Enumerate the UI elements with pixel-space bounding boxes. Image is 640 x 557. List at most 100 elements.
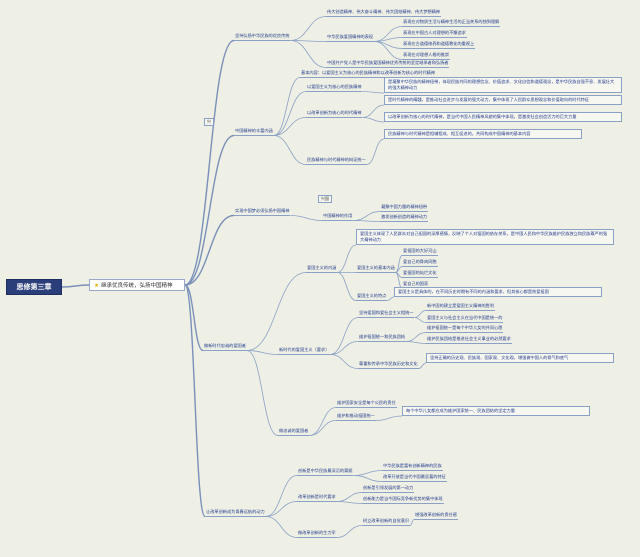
connector-node-e3-1a (409, 519, 415, 526)
connector-node-a2-4 (374, 41, 403, 60)
node-d2-3[interactable]: 尊重和传承中华民族历史和文化 (358, 361, 419, 369)
node-d1-2[interactable]: 爱国主义的基本内涵 (356, 265, 396, 273)
connector-central-topic (61, 284, 90, 288)
node-d1-2c[interactable]: 爱祖国的灿烂文化 (402, 270, 438, 278)
node-a2[interactable]: 中华民族爱国精神的表现 (326, 34, 375, 42)
node-b3-2[interactable]: 以改革创新为核心的时代精神，是当代中国人民精神风貌的集中体现，是激发社会创造活力… (384, 112, 622, 122)
connector-node-a2 (290, 40, 327, 42)
node-d1-2a[interactable]: 爱祖国的大好河山 (402, 248, 438, 256)
connector-node-d3-2a (375, 415, 403, 421)
connector-node-d2-3 (330, 354, 359, 369)
node-e1-1[interactable]: 中华民族是富有创新精神的民族 (382, 463, 443, 471)
node-e1[interactable]: 创新是中华民族最深沉的禀赋 (297, 468, 354, 476)
connector-node-d3 (246, 350, 279, 436)
connector-node-d2-2a (406, 332, 427, 342)
node-d1-2b[interactable]: 爱自己的骨肉同胞 (402, 259, 438, 267)
tag-b: 兴 (204, 118, 214, 126)
connector-node-b1 (273, 77, 301, 136)
node-b3-1[interactable]: 是时代精神的精髓，是推动社会进步与发展的强大动力，集中体现了人民群众思想观念和价… (384, 95, 622, 105)
central-topic-label: 继承优良传统，弘扬中国精神 (100, 283, 173, 289)
connector-node-d2-2b (406, 341, 427, 344)
node-d1-1[interactable]: 爱国主义体现了人民群众对自己祖国的深厚感情，反映了个人对祖国的依存关系，是中国人… (356, 229, 614, 245)
node-d1-3[interactable]: 爱国主义的特点 (356, 293, 388, 301)
connector-node-e2-2 (336, 501, 363, 504)
connector-node-d2-3a (418, 362, 427, 369)
connector-node-d2-1a (414, 310, 427, 318)
connector-node-d1-3 (337, 272, 357, 301)
node-a2-4[interactable]: 表现在对理想人格的推崇 (402, 52, 451, 60)
node-a2-1[interactable]: 表现在对物质生活与精神生活的正当关系的独到理解 (402, 19, 501, 27)
node-d1-3a[interactable]: 爱国主义是具体的，在不同历史时期有不同的内涵和要求，但其核心都是热爱祖国 (394, 287, 602, 297)
node-d1[interactable]: 爱国主义的内涵 (306, 265, 338, 273)
node-d2-1b[interactable]: 爱国主义与社会主义在当代中国是统一的 (426, 315, 504, 323)
connector-node-e1-2 (353, 475, 383, 482)
connector-node-a1 (290, 16, 327, 41)
connector-node-e1-1 (353, 470, 383, 476)
node-e3-1a[interactable]: 增强改革创新的责任感 (414, 512, 458, 520)
node-a[interactable]: 坚持弘扬中华民族的优良传统 (234, 33, 291, 41)
node-b4[interactable]: 民族精神与时代精神的辩证统一 (306, 157, 367, 165)
node-a2-2[interactable]: 表现在中国古人对理想的不懈追求 (402, 30, 467, 38)
connector-node-a3 (290, 40, 327, 68)
node-c[interactable]: 实现中国梦必须弘扬中国精神 (234, 208, 291, 216)
connector-node-e3-1 (336, 525, 363, 538)
node-c1-1[interactable]: 凝聚中国力量的精神纽带 (380, 204, 429, 212)
connector-node-b2 (273, 91, 307, 136)
node-d3-2a[interactable]: 每个中华儿女都应成为维护国家统一、民族团结的坚定力量 (402, 406, 590, 416)
node-d2-1[interactable]: 坚持爱国和爱社会主义相统一 (358, 310, 415, 318)
node-d2-1a[interactable]: 新中国的建立是爱国主义精神的胜利 (426, 303, 496, 311)
connector-node-b2-1 (362, 91, 385, 94)
node-e[interactable]: 让改革创新成为青春远航的动力 (205, 509, 266, 517)
connector-node-b3-1 (362, 104, 385, 118)
connector-node-e2-1 (336, 492, 363, 502)
node-b2[interactable]: 以爱国主义为核心的民族精神 (306, 84, 363, 92)
node-b[interactable]: 中国精神的丰富内涵 (234, 128, 274, 136)
node-b4-1[interactable]: 民族精神与时代精神是相辅相成、相互促进的，共同构成中国精神的基本内容 (384, 129, 582, 139)
connector-node-d2-1 (330, 317, 359, 355)
node-a2-3[interactable]: 表现在古道德修养和道德教化的重视上 (402, 41, 476, 49)
node-b1[interactable]: 基本内容：以爱国主义为核心的民族精神和以改革创新为核心的时代精神 (300, 70, 437, 78)
connector-node-e2 (265, 501, 298, 517)
node-e2[interactable]: 改革创新是时代要求 (297, 494, 337, 502)
node-b3[interactable]: 以改革创新为核心的时代精神 (306, 110, 363, 118)
connector-node-d1-3a (387, 296, 395, 301)
node-d3-2[interactable]: 维护和推动祖国统一 (336, 413, 376, 421)
node-d2-3a[interactable]: 坚持正确的历史观、民族观、国家观、文化观，增强做中国人的骨气和底气 (426, 353, 614, 363)
node-b2-1[interactable]: 是凝聚中华民族的精神纽带，体现民族共同的理想信念、价值追求、文化自信和道德观念，… (384, 77, 622, 93)
node-d3-1[interactable]: 维护国家安全是每个公民的责任 (336, 400, 397, 408)
node-a3[interactable]: 中国共产党人是中华民族爱国精神优秀传统的坚定继承者和弘扬者 (326, 60, 450, 68)
node-e1-2[interactable]: 改革开放是当代中国最显著的特征 (382, 474, 447, 482)
node-e2-2[interactable]: 创新能力是当今国际竞争新优势的集中体现 (362, 496, 444, 504)
connector-node-d2 (246, 350, 279, 355)
connector-node-b3-2 (362, 117, 385, 123)
connector-node-c (184, 214, 235, 286)
node-e3-1[interactable]: 树立改革创新的自觉意识 (362, 518, 411, 526)
connector-node-b (184, 134, 235, 286)
node-d3[interactable]: 做忠诚的爱国者 (278, 428, 310, 436)
connector-node-e3 (265, 516, 298, 538)
node-d2-2a[interactable]: 维护祖国统一是每个中华儿女的共同心愿 (426, 325, 504, 333)
node-d2-2[interactable]: 维护祖国统一和民族团结 (358, 334, 407, 342)
node-d2[interactable]: 新时代的爱国主义（要求） (278, 347, 331, 355)
node-d2-2b[interactable]: 维护民族团结是推进社会主义事业的必然要求 (426, 336, 512, 344)
node-c1-2[interactable]: 激发创新创造的精神动力 (380, 214, 429, 222)
connector-node-a (184, 39, 235, 286)
tag-c: 兴国 (318, 195, 332, 203)
node-c1[interactable]: 中国精神的作用 (322, 213, 354, 221)
node-e2-1[interactable]: 创新是引领发展的第一动力 (362, 485, 415, 493)
central-topic[interactable]: ★继承优良传统，弘扬中国精神 (89, 279, 185, 291)
star-icon: ★ (94, 283, 99, 289)
connector-node-e1 (265, 475, 298, 517)
connector-node-d1 (246, 272, 307, 351)
connector-node-d3-2 (309, 420, 337, 436)
connector-node-c1-1 (353, 211, 381, 221)
connector-node-d2-1b (414, 317, 427, 323)
connector-node-d (184, 284, 204, 352)
node-a1[interactable]: 伟大创造精神、伟大奋斗精神、伟大团结精神、伟大梦想精神 (326, 9, 442, 17)
connector-node-d3-1 (309, 407, 337, 436)
node-e3[interactable]: 做改革创新的生力军 (297, 530, 337, 538)
root-node[interactable]: 思修第三章 (6, 279, 62, 295)
node-d[interactable]: 做新时代忠诚的爱国者 (203, 343, 247, 351)
